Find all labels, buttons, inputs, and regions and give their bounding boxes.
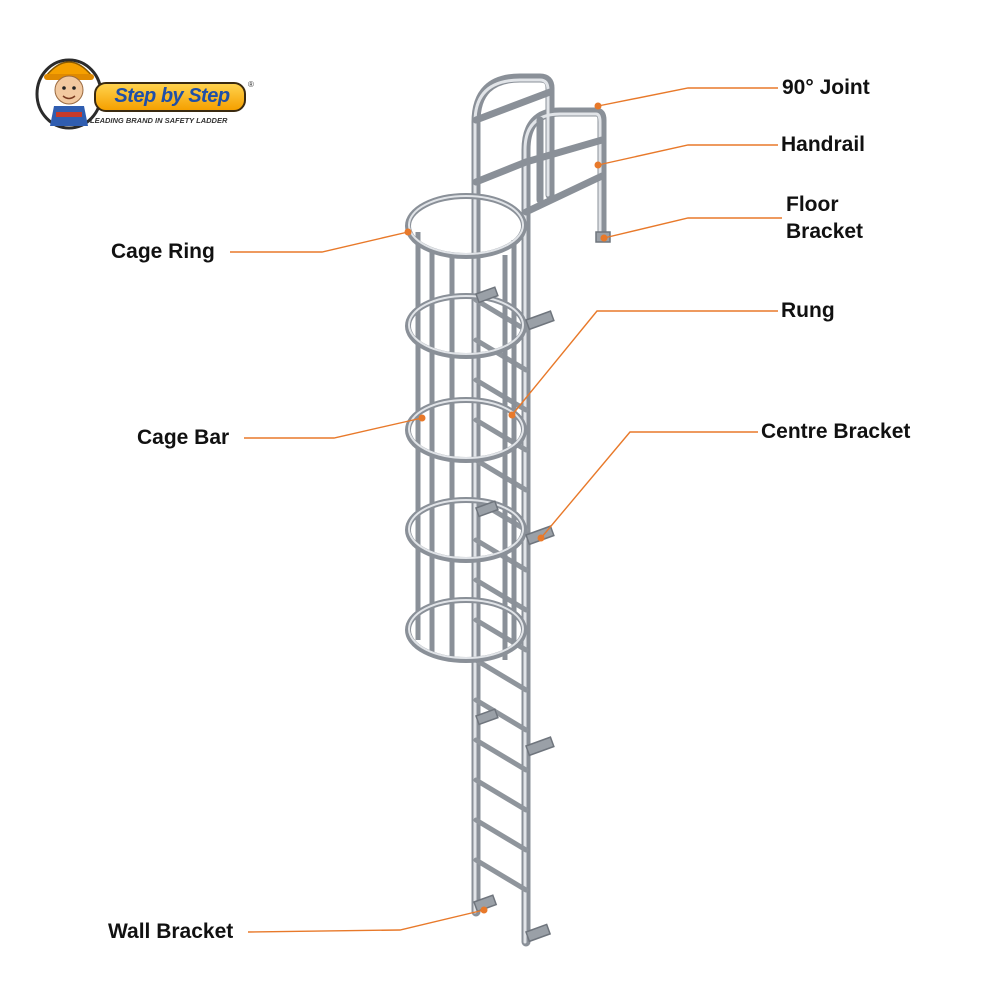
- label-cage-bar: Cage Bar: [137, 426, 230, 449]
- brand-logo: Step by Step ® LEADING BRAND IN SAFETY L…: [34, 46, 264, 136]
- label-cage-ring: Cage Ring: [111, 240, 215, 263]
- leader-joint: [597, 87, 778, 107]
- leader-lines: [230, 87, 782, 933]
- leader-wall-bracket: [247, 909, 485, 933]
- leader-floor-bracket: [603, 217, 782, 239]
- label-handrail: Handrail: [781, 133, 866, 156]
- label-bracket: Bracket: [786, 220, 864, 243]
- leader-cage-bar: [244, 417, 423, 439]
- label-centre-bracket: Centre Bracket: [761, 420, 911, 443]
- label-wall-bracket: Wall Bracket: [108, 920, 234, 943]
- label-90-joint: 90° Joint: [782, 76, 870, 99]
- worker-mascot-icon: [35, 58, 103, 130]
- centre-bracket: [525, 310, 555, 331]
- brackets: [473, 231, 611, 943]
- leader-centre-bracket: [540, 431, 758, 539]
- handrail-bars: [472, 88, 606, 216]
- label-rung: Rung: [781, 299, 835, 322]
- brand-badge: [94, 82, 246, 112]
- centre-bracket: [525, 736, 555, 757]
- brand-name: Step by Step: [114, 85, 230, 107]
- leader-handrail: [597, 144, 778, 166]
- brand-tagline: LEADING BRAND IN SAFETY LADDER: [90, 116, 228, 125]
- registered-mark: ®: [248, 80, 254, 89]
- label-floor: Floor: [786, 193, 839, 216]
- rungs: [473, 297, 529, 893]
- leader-dots: [404, 102, 608, 914]
- leader-cage-ring: [230, 231, 409, 253]
- leader-rung: [511, 310, 778, 416]
- right-rail: [521, 107, 607, 947]
